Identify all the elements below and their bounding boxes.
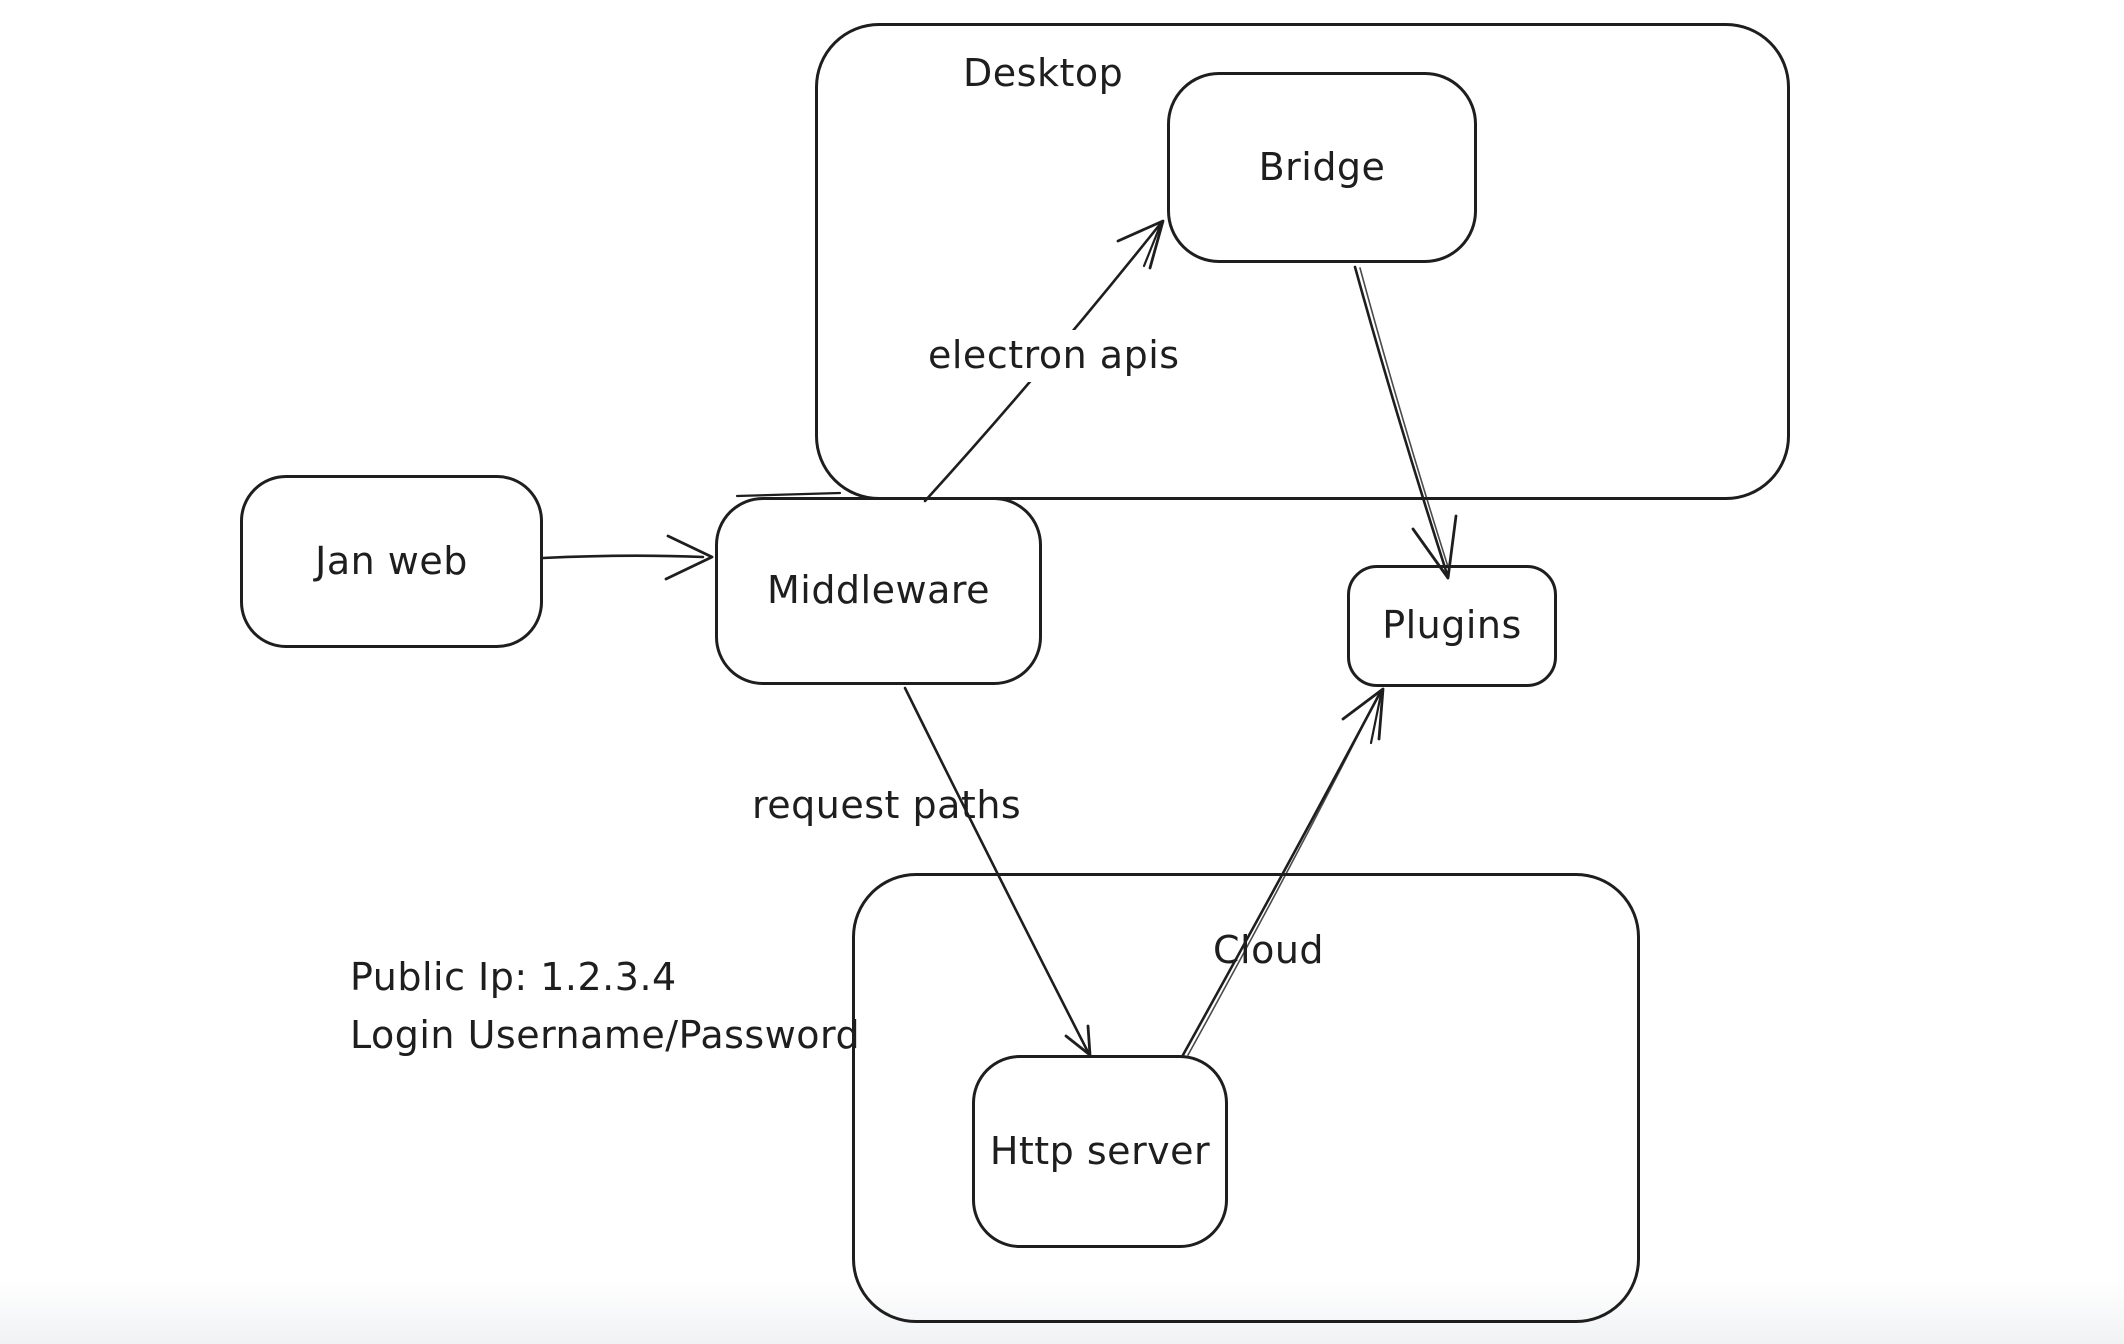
arrow-janweb-to-middleware[interactable] [541,534,714,581]
node-http-server[interactable]: Http server [972,1055,1228,1248]
desktop-edge-overshoot [735,491,842,498]
annotation-line-login: Login Username/Password [350,1013,861,1058]
edge-label-request-paths[interactable]: request paths [752,783,1022,827]
node-plugins-label: Plugins [1382,603,1522,648]
node-plugins[interactable]: Plugins [1347,565,1557,687]
edge-label-electron-apis[interactable]: electron apis [922,330,1186,382]
node-bridge[interactable]: Bridge [1167,72,1477,263]
container-cloud[interactable] [852,873,1640,1323]
node-http-server-label: Http server [989,1128,1211,1173]
node-middleware-label: Middleware [766,568,991,613]
node-middleware[interactable]: Middleware [715,497,1042,685]
node-jan-web-label: Jan web [315,538,468,583]
container-cloud-label[interactable]: Cloud [1213,928,1325,972]
node-bridge-label: Bridge [1258,144,1386,189]
credentials-annotation[interactable]: Public Ip: 1.2.3.4 Login Username/Passwo… [350,948,860,1064]
annotation-line-public-ip: Public Ip: 1.2.3.4 [350,955,677,999]
arrow-bridge-to-plugins[interactable] [1353,265,1458,580]
container-desktop[interactable] [815,23,1790,500]
bottom-fade [0,1280,2124,1344]
node-jan-web[interactable]: Jan web [240,475,543,648]
container-desktop-label[interactable]: Desktop [963,51,1124,95]
